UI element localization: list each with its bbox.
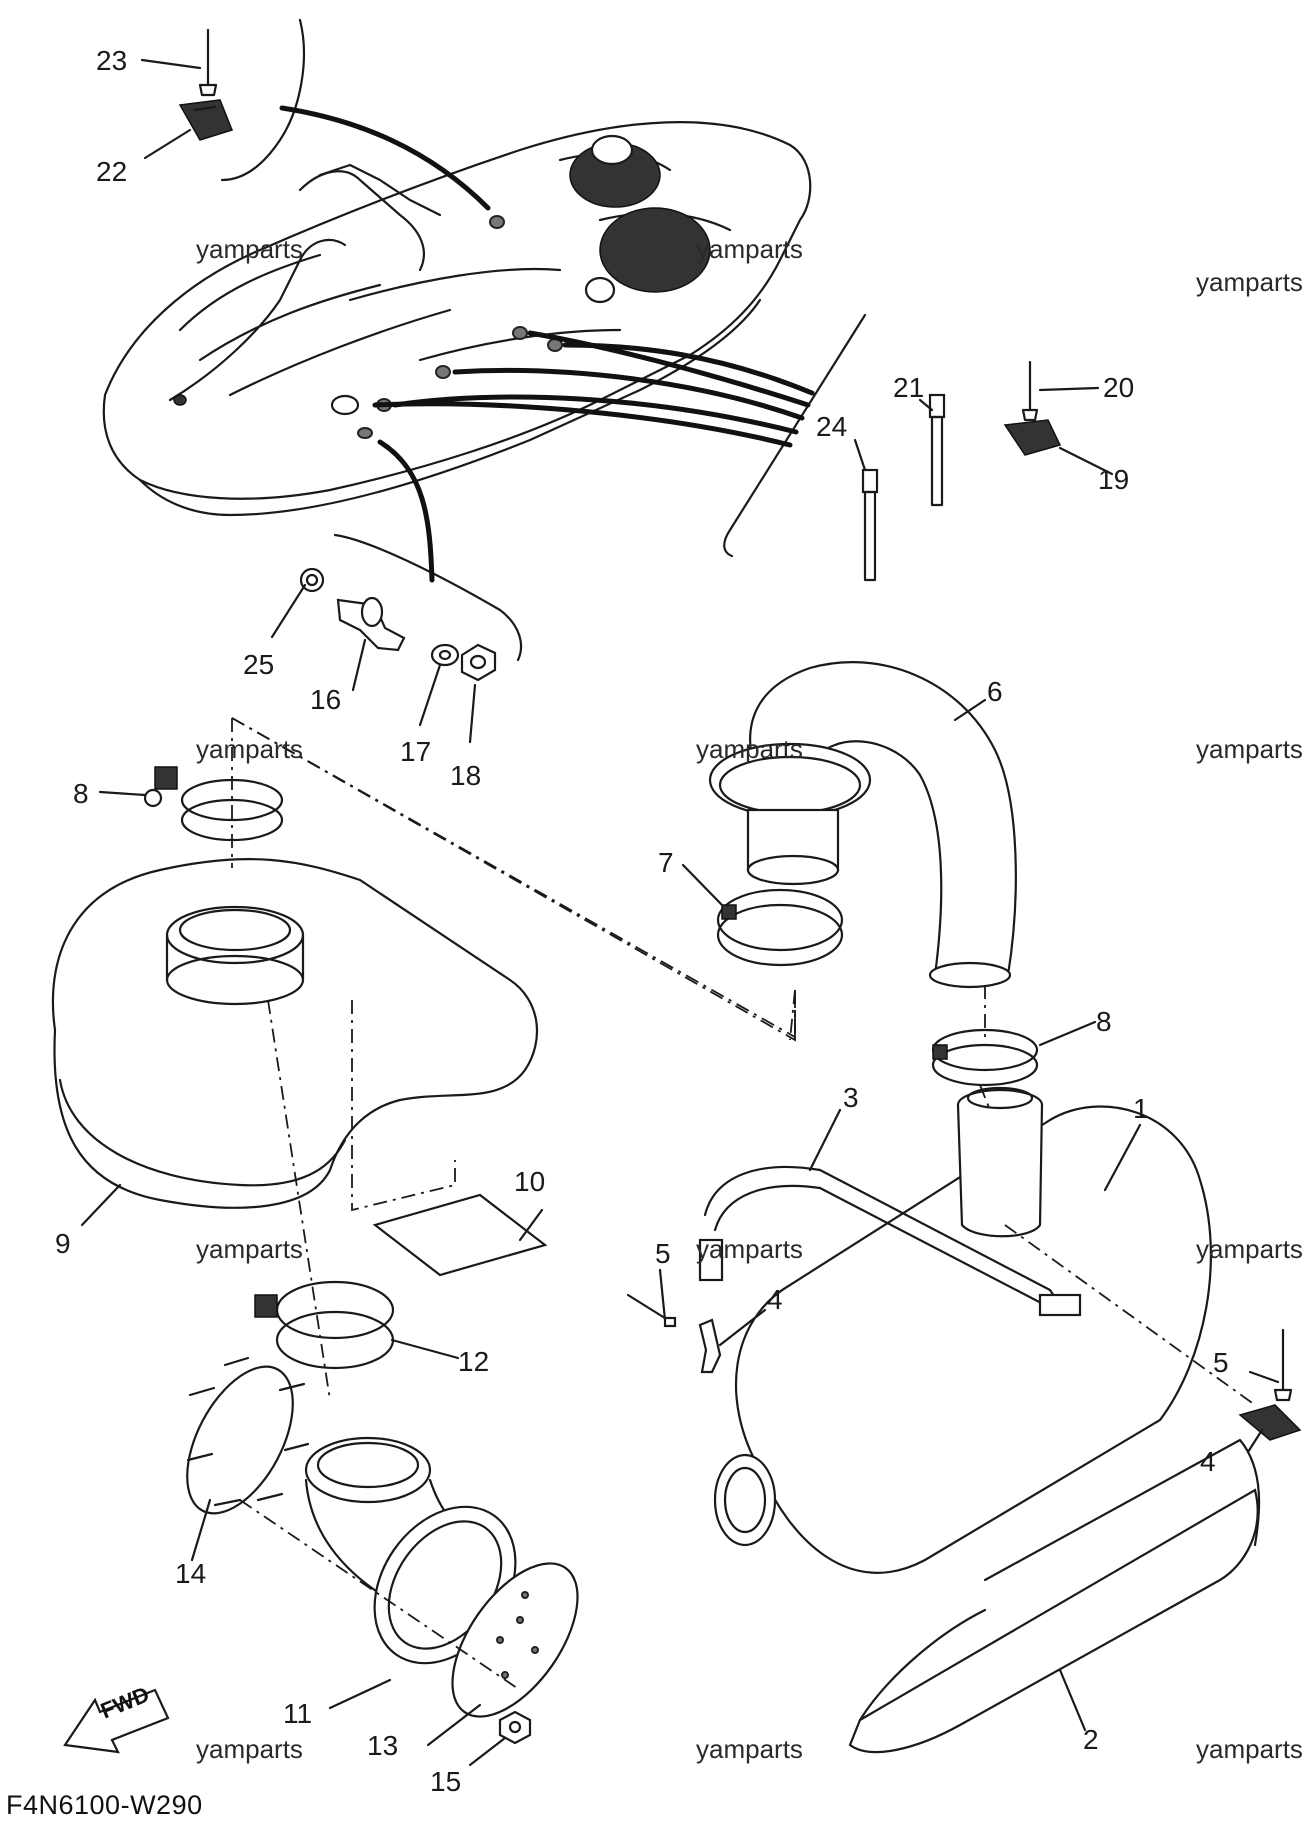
callout-9: 9 bbox=[55, 1228, 71, 1259]
callout-18: 18 bbox=[450, 760, 482, 791]
stay-4-left-icon bbox=[698, 1318, 722, 1374]
clamp-12-icon bbox=[254, 1280, 395, 1370]
flange-14-icon bbox=[186, 1356, 310, 1515]
callout-5-right: 5 bbox=[1213, 1347, 1229, 1378]
callout-19: 19 bbox=[1098, 464, 1130, 495]
callout-2: 2 bbox=[1083, 1724, 1099, 1755]
plate-13-icon bbox=[451, 1562, 579, 1718]
callout-10: 10 bbox=[514, 1166, 546, 1197]
watermark: yamparts bbox=[1196, 1734, 1303, 1764]
guard-2-icon bbox=[848, 1438, 1261, 1754]
callout-15: 15 bbox=[430, 1766, 462, 1797]
clamp-7-icon bbox=[716, 888, 844, 967]
clamp-8-upper-icon bbox=[143, 766, 284, 842]
callout-5-left: 5 bbox=[655, 1238, 671, 1269]
callout-1: 1 bbox=[1133, 1093, 1149, 1124]
watermark: yamparts bbox=[1196, 734, 1303, 764]
callout-leaders bbox=[80, 58, 1280, 1767]
watermark: yamparts bbox=[696, 1234, 803, 1264]
callout-20: 20 bbox=[1103, 372, 1135, 403]
muffler-1-icon bbox=[713, 1086, 1212, 1574]
callout-21: 21 bbox=[893, 372, 925, 403]
rivet-23-icon bbox=[198, 28, 218, 97]
watercraft-hull-icon bbox=[102, 121, 812, 517]
callout-23: 23 bbox=[96, 45, 128, 76]
callout-14: 14 bbox=[175, 1558, 207, 1589]
rivet-5-left-icon bbox=[626, 1293, 677, 1328]
rivet-20-icon bbox=[1021, 360, 1039, 422]
watermark: yamparts bbox=[1196, 267, 1303, 297]
cable-tie-24-icon bbox=[861, 468, 879, 582]
stay-4-right-icon bbox=[1238, 1404, 1302, 1441]
cable-tie-21-icon bbox=[928, 393, 946, 507]
callout-6: 6 bbox=[987, 676, 1003, 707]
watermark: yamparts bbox=[696, 234, 803, 264]
callout-17: 17 bbox=[400, 736, 432, 767]
watermark: yamparts bbox=[196, 1734, 303, 1764]
callout-13: 13 bbox=[367, 1730, 399, 1761]
watermark: yamparts bbox=[196, 734, 303, 764]
nut-18-icon bbox=[460, 643, 497, 682]
callout-11: 11 bbox=[283, 1698, 313, 1729]
washer-17-icon bbox=[430, 643, 460, 667]
callout-7: 7 bbox=[658, 847, 674, 878]
watermark: yamparts bbox=[696, 734, 803, 764]
pad-10-icon bbox=[372, 1193, 548, 1277]
callout-4-right: 4 bbox=[1200, 1446, 1216, 1477]
nut-15-icon bbox=[498, 1710, 532, 1745]
callout-8-lower: 8 bbox=[1096, 1006, 1112, 1037]
callout-25: 25 bbox=[243, 649, 275, 680]
watermark: yamparts bbox=[196, 1234, 303, 1264]
callout-22: 22 bbox=[96, 156, 128, 187]
tank-9-icon bbox=[51, 858, 539, 1209]
callout-12: 12 bbox=[458, 1346, 490, 1377]
callout-4-left: 4 bbox=[767, 1284, 783, 1315]
callout-8-upper: 8 bbox=[73, 778, 89, 809]
watermark: yamparts bbox=[1196, 1234, 1303, 1264]
watermark: yamparts bbox=[196, 234, 303, 264]
fitting-16-icon bbox=[336, 596, 406, 652]
watermark: yamparts bbox=[696, 1734, 803, 1764]
diagram-code: F4N6100-W290 bbox=[6, 1790, 203, 1820]
clamp-8-lower-icon bbox=[931, 1028, 1039, 1087]
callout-24: 24 bbox=[816, 411, 848, 442]
hose-6-icon bbox=[708, 661, 1017, 989]
strap-3-icon bbox=[698, 1165, 1082, 1317]
callout-16: 16 bbox=[310, 684, 342, 715]
clip-25-icon bbox=[299, 567, 325, 593]
rivet-5-right-icon bbox=[1273, 1328, 1293, 1402]
forward-arrow-icon bbox=[63, 1688, 170, 1754]
callout-3: 3 bbox=[843, 1082, 859, 1113]
holder-19-icon bbox=[1003, 419, 1062, 456]
holder-22-icon bbox=[178, 99, 233, 141]
